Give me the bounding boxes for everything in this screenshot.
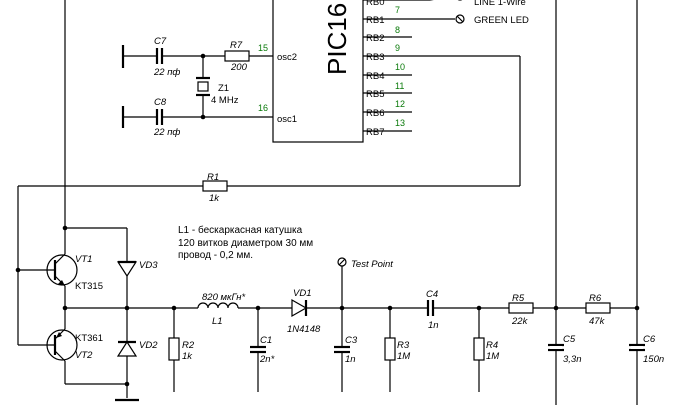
pin-label-osc1: osc1 — [277, 114, 297, 125]
vd2-name: VD2 — [139, 340, 158, 351]
r3-resistor — [384, 337, 396, 361]
c8-value: 22 пф — [153, 127, 180, 138]
mcu-right-pins: RB0 RB1 RB2 RB3 RB4 RB5 RB6 RB7 7 8 9 10… — [363, 0, 520, 138]
r2-name: R2 — [182, 340, 195, 351]
pin-num-10: 10 — [395, 62, 405, 72]
vt1-name: VT1 — [75, 254, 92, 265]
pin-label-rb1: RB1 — [366, 15, 384, 26]
note-line-2: 120 витков диаметром 30 мм — [178, 238, 313, 249]
r6-resistor — [585, 302, 611, 314]
pin-num-16: 16 — [258, 103, 268, 113]
r4-name: R4 — [486, 340, 498, 351]
pin-label-rb0: RB0 — [366, 0, 384, 8]
r5-name: R5 — [512, 293, 525, 304]
vd1-diode — [291, 298, 308, 318]
r5-value: 22k — [511, 316, 529, 327]
mcu-name: PIC16 — [322, 3, 352, 75]
r6-value: 47k — [589, 316, 606, 327]
r4-value: 1M — [486, 351, 499, 362]
r6-name: R6 — [589, 293, 602, 304]
c6-value: 150n — [643, 354, 664, 365]
coil-note: L1 - бескаркасная катушка 120 витков диа… — [178, 224, 313, 261]
supply-wires: R1 1k — [15, 0, 638, 405]
c4-value: 1n — [428, 320, 439, 331]
c1-name: C1 — [260, 335, 272, 346]
c4-name: C4 — [426, 289, 438, 300]
vd3-name: VD3 — [139, 260, 158, 271]
pin-num-13: 13 — [395, 118, 405, 128]
c5-name: C5 — [563, 334, 576, 345]
vd1-value: 1N4148 — [287, 324, 321, 335]
pin-num-8: 8 — [395, 25, 400, 35]
c3-value: 1n — [345, 354, 356, 365]
r7-name: R7 — [230, 40, 243, 51]
pin-label-rb6: RB6 — [366, 108, 384, 119]
l1-value: 820 мкГн* — [202, 292, 245, 303]
oscillator-section: C7 22 пф R7 200 C8 22 пф Z1 4 MHz — [121, 36, 273, 138]
pin-num-15: 15 — [258, 43, 268, 53]
z1-name: Z1 — [218, 83, 229, 94]
pin-num-9: 9 — [395, 43, 400, 53]
vd2-diode — [116, 340, 138, 357]
r7-resistor — [224, 50, 250, 62]
pin-num-12: 12 — [395, 99, 405, 109]
vt2-value: KT361 — [75, 333, 103, 344]
led-signals: LINE 1-Wire GREEN LED — [430, 0, 529, 26]
r1-name: R1 — [207, 172, 219, 183]
vt2-name: VT2 — [75, 350, 93, 361]
z1-crystal — [197, 81, 209, 92]
r1-value: 1k — [209, 193, 220, 204]
pin-label-rb3: RB3 — [366, 52, 384, 63]
pin-label-rb7: RB7 — [366, 127, 384, 138]
r3-value: 1M — [397, 351, 410, 362]
c1-value: 2n* — [259, 354, 275, 365]
pin-label-rb2: RB2 — [366, 33, 384, 44]
c5-value: 3,3n — [563, 354, 582, 365]
r7-value: 200 — [230, 62, 248, 73]
mcu-chip — [272, 0, 364, 143]
z1-value: 4 MHz — [211, 95, 239, 106]
l1-inductor — [197, 302, 239, 309]
pin-num-7: 7 — [395, 5, 400, 15]
vd1-name: VD1 — [293, 288, 311, 299]
note-line-3: провод - 0,2 мм. — [178, 250, 253, 261]
green-led-label: GREEN LED — [474, 15, 529, 26]
vt1-value: KT315 — [75, 281, 103, 292]
output-stage: VT1 KT315 KT361 VT2 VD3 VD2 — [17, 225, 158, 402]
line-1wire-label: LINE 1-Wire — [474, 0, 526, 8]
r2-resistor — [168, 337, 180, 361]
r5-resistor — [508, 302, 534, 314]
pin-label-osc2: osc2 — [277, 52, 297, 63]
vd3-diode — [116, 261, 138, 278]
note-line-1: L1 - бескаркасная катушка — [178, 224, 303, 236]
c6-name: C6 — [643, 334, 656, 345]
pin-num-11: 11 — [395, 81, 404, 91]
c7-value: 22 пф — [153, 67, 180, 78]
r2-value: 1k — [182, 351, 193, 362]
test-point-label: Test Point — [351, 259, 393, 270]
shunt-components: R2 1k C1 2n* Test Point C3 1n R3 1M — [168, 257, 664, 392]
signal-path: 820 мкГн* L1 VD1 1N4148 C4 1n R5 22k R6 … — [65, 288, 637, 335]
pin-label-rb5: RB5 — [366, 89, 384, 100]
mcu-left-pins: 15 osc2 16 osc1 — [258, 43, 297, 125]
c7-name: C7 — [154, 36, 167, 47]
c8-name: C8 — [154, 97, 167, 108]
l1-name: L1 — [212, 316, 223, 327]
r3-name: R3 — [397, 340, 410, 351]
r4-resistor — [473, 337, 485, 361]
c3-name: C3 — [345, 335, 358, 346]
pin-label-rb4: RB4 — [366, 71, 384, 82]
